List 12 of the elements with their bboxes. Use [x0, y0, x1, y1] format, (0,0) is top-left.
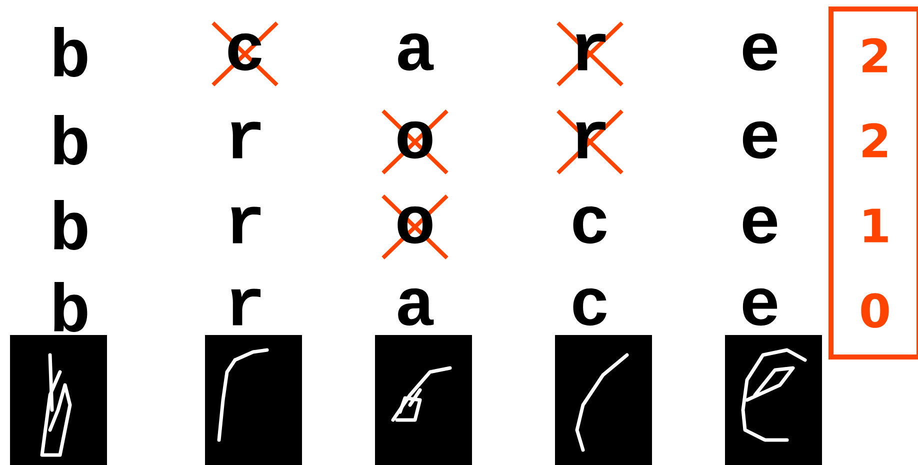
letter: b — [54, 200, 88, 250]
letter: b — [54, 27, 88, 77]
letter: a — [398, 33, 434, 71]
letter: a — [398, 288, 434, 326]
letter: r — [231, 288, 260, 326]
letter: b — [54, 115, 88, 165]
letter: r — [231, 206, 260, 244]
letter: b — [54, 282, 88, 332]
letter: r — [231, 122, 260, 158]
letter: c — [573, 288, 606, 326]
score-box: 2 2 1 0 — [828, 6, 918, 360]
letter: c — [573, 206, 606, 244]
